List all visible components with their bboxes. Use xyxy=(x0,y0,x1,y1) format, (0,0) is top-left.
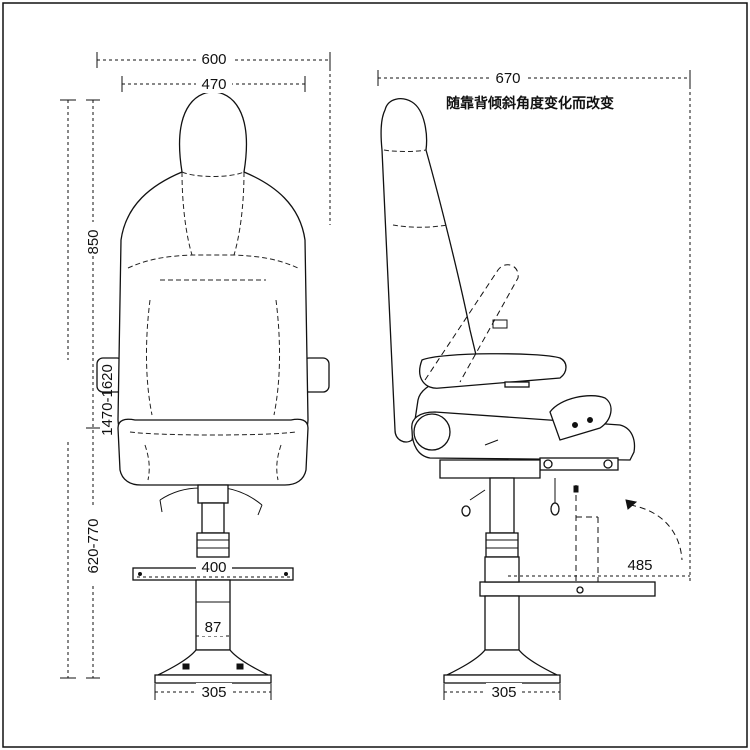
armrest-raised-ghost xyxy=(424,264,519,383)
dim-485-label: 485 xyxy=(627,557,652,574)
footrest-ghost-tip xyxy=(573,485,579,493)
front-base-plate xyxy=(154,674,272,684)
label-bg xyxy=(196,683,232,701)
dim-87-label: 87 xyxy=(205,619,222,636)
side-base-plate xyxy=(443,674,561,684)
lever-tip-left xyxy=(159,499,163,513)
front-mechanism xyxy=(197,484,229,504)
headrest-seam xyxy=(181,171,245,177)
front-seat-cushion xyxy=(117,418,309,486)
front-column-upper xyxy=(201,502,225,534)
front-base-flare xyxy=(157,649,269,676)
front-column-knob xyxy=(196,532,230,558)
side-levers xyxy=(469,439,499,501)
label-bg xyxy=(58,360,78,440)
label-bg xyxy=(196,75,232,93)
label-bg xyxy=(198,50,232,68)
recline-note: 随靠背倾斜角度变化而改变 xyxy=(446,95,614,112)
label-bg xyxy=(622,556,658,574)
label-bg xyxy=(84,508,104,584)
front-view xyxy=(96,91,330,684)
rail-roller xyxy=(603,459,613,469)
label-bg xyxy=(196,558,232,576)
side-front-adjuster xyxy=(549,395,612,441)
side-back-seam xyxy=(392,224,448,228)
dim-850-label: 850 xyxy=(85,229,102,254)
right-bolster-seam xyxy=(273,299,281,416)
side-seat-base xyxy=(439,459,541,479)
base-bolt xyxy=(236,663,244,670)
dim-305-side-label: 305 xyxy=(491,684,516,701)
dim-305-front-label: 305 xyxy=(201,684,226,701)
side-knob xyxy=(413,413,451,451)
side-footrest xyxy=(479,581,656,597)
armrest-latch xyxy=(492,319,508,329)
plate-bolt xyxy=(138,572,142,576)
fold-arrowhead xyxy=(625,499,638,510)
adjuster-pin xyxy=(587,417,593,423)
cushion-seam-right xyxy=(276,444,282,481)
footrest-pivot xyxy=(576,586,584,594)
side-view xyxy=(380,98,683,684)
adjuster-pin xyxy=(572,422,578,428)
cushion-seam xyxy=(129,431,297,436)
dim-670-label: 670 xyxy=(495,70,520,87)
seam-left-upper xyxy=(181,171,193,256)
front-column-lower xyxy=(195,579,231,651)
side-column-lower xyxy=(484,595,520,651)
dim-400-label: 400 xyxy=(201,559,226,576)
base-bolt xyxy=(182,663,190,670)
pedal-knob xyxy=(550,502,560,516)
label-bg xyxy=(490,69,526,87)
front-backrest xyxy=(117,91,309,441)
side-column-knob xyxy=(485,532,519,558)
left-bolster-seam xyxy=(145,299,153,416)
label-bg xyxy=(200,618,226,636)
dimension-labels: 600 470 1470-1620 850 620-770 400 87 305… xyxy=(58,50,658,701)
side-armrest xyxy=(419,353,567,389)
label-bg xyxy=(486,683,522,701)
dim-overall-height-label: 1470-1620 xyxy=(99,364,116,436)
dim-470-label: 470 xyxy=(201,76,226,93)
side-backrest xyxy=(380,98,477,443)
lever-tip-right xyxy=(257,504,263,516)
fold-arrow xyxy=(629,504,683,561)
side-head-seam xyxy=(383,149,427,152)
dim-600-label: 600 xyxy=(201,51,226,68)
dim-seat-height-label: 620-770 xyxy=(85,518,102,573)
label-bg xyxy=(84,222,104,256)
side-knob-left xyxy=(461,505,471,517)
seam-right-upper xyxy=(233,171,245,256)
side-column-mid xyxy=(484,556,520,583)
rail-roller xyxy=(543,459,553,469)
side-column-upper xyxy=(489,477,515,534)
cushion-seam-left xyxy=(144,444,150,481)
side-base-flare xyxy=(446,649,558,676)
armrest-pad-clip xyxy=(504,381,530,388)
plate-bolt xyxy=(284,572,288,576)
